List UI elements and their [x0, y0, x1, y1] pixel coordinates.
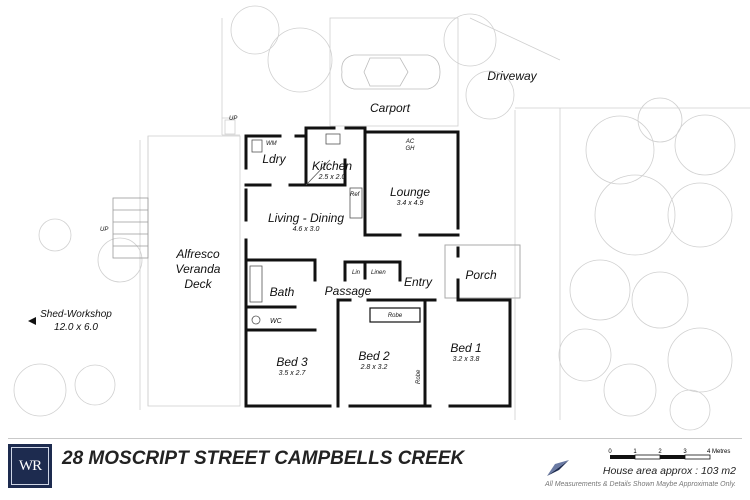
- linen-2-label: Linen: [371, 270, 386, 276]
- steps: [112, 197, 149, 259]
- kitchen-label: Kitchen: [312, 159, 352, 173]
- carport-label: Carport: [370, 101, 411, 115]
- bed-1-label: Bed 1: [450, 341, 481, 355]
- lounge-gh-label: GH: [406, 146, 416, 152]
- fixtures: [249, 133, 363, 325]
- lounge-size: 3.4 x 4.9: [397, 200, 424, 207]
- entry-label: Entry: [404, 275, 433, 289]
- shed-size: 12.0 x 6.0: [54, 322, 98, 333]
- shed-arrow: [28, 317, 36, 325]
- passage-cupboard: [369, 307, 421, 323]
- wc-label: WC: [270, 318, 283, 325]
- bed-3-label: Bed 3: [276, 355, 308, 369]
- logo-text: WR: [11, 447, 49, 485]
- footer-divider: [8, 438, 742, 439]
- bath-label: Bath: [270, 285, 295, 299]
- tree-outlines: [13, 5, 736, 431]
- bed-2-label: Bed 2: [358, 349, 390, 363]
- north-arrow-icon: [547, 460, 569, 476]
- living-dining-label: Living - Dining: [268, 211, 344, 225]
- porch-outline: [444, 244, 521, 299]
- alfresco-label-2: Veranda: [176, 262, 221, 276]
- lounge-label: Lounge: [390, 185, 430, 199]
- house-area: House area approx : 103 m2: [602, 465, 736, 477]
- driveway-label: Driveway: [487, 69, 537, 83]
- bed-1-size: 3.2 x 3.8: [453, 356, 480, 363]
- living-dining-size: 4.6 x 3.0: [293, 226, 320, 233]
- kitchen-size: 2.5 x 2.0: [318, 174, 346, 181]
- floor-plan: UP UP Carport Driveway WM Ldry Kitchen 2…: [13, 5, 750, 431]
- company-logo: WR: [8, 444, 52, 488]
- linen-1-label: Lin: [352, 270, 361, 276]
- lounge-ac-label: AC: [405, 139, 415, 145]
- walls: [244, 126, 512, 408]
- porch-label: Porch: [465, 268, 497, 282]
- passage-label: Passage: [325, 284, 372, 298]
- scale-tick-1: 1: [633, 449, 637, 455]
- scale-tick-2: 2: [658, 449, 662, 455]
- robe-1-label: Robe: [388, 313, 403, 319]
- scale-tick-3: 3: [683, 449, 687, 455]
- scale-bar: 0 1 2 3 4 Metres: [608, 449, 730, 460]
- bed-2-size: 2.8 x 3.2: [360, 364, 388, 371]
- fridge-label: Ref: [350, 192, 361, 198]
- bed-3-size: 3.5 x 2.7: [279, 370, 307, 377]
- scale-tick-0: 0: [608, 449, 612, 455]
- up-marker-left: UP: [100, 227, 108, 233]
- alfresco-label-1: Alfresco: [175, 247, 220, 261]
- laundry-label: Ldry: [262, 152, 286, 166]
- scale-tick-4: 4 Metres: [707, 449, 730, 455]
- alfresco-label-3: Deck: [184, 277, 212, 291]
- property-address: 28 MOSCRIPT STREET CAMPBELLS CREEK: [62, 448, 465, 469]
- shed-label: Shed-Workshop: [40, 309, 112, 320]
- up-marker-top: UP: [229, 116, 237, 122]
- footer: WR 28 MOSCRIPT STREET CAMPBELLS CREEK 0 …: [0, 438, 750, 500]
- robe-2-label: Robe: [416, 369, 422, 384]
- disclaimer-text: All Measurements & Details Shown Maybe A…: [544, 481, 736, 488]
- site-outlines: [139, 17, 750, 420]
- laundry-fixture-label: WM: [266, 141, 277, 147]
- car-outline: [341, 54, 441, 90]
